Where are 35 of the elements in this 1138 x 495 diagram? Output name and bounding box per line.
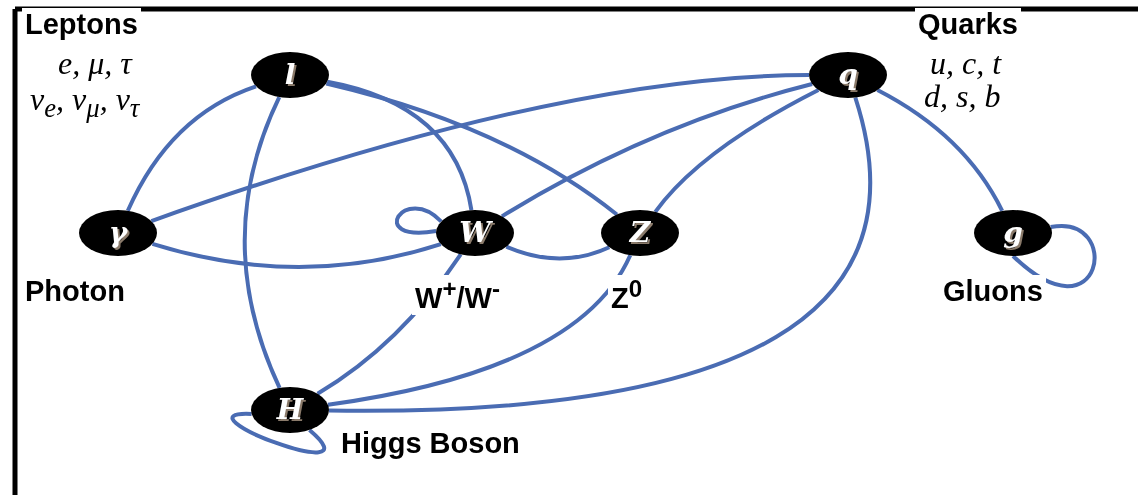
self-loop-line: [1011, 224, 1097, 289]
particle-circle: [251, 387, 329, 433]
particle-circle: [251, 52, 329, 98]
particle-symbol: W: [459, 219, 491, 247]
particle-list: ν$_{e}$, ν$_{μ}$, ν$_{τ}$: [30, 83, 140, 123]
connecting-line: [327, 254, 633, 407]
particle-circle: [79, 210, 157, 256]
particle-circle: [809, 52, 887, 98]
particle-symbol: q: [838, 61, 858, 89]
particle-circle: [601, 210, 679, 256]
particle-name: W$^{+}$/W$^{-}$: [412, 275, 503, 315]
particle-symbol: Z: [629, 219, 651, 247]
connecting-line: [325, 81, 619, 217]
particle-symbol: γ: [108, 219, 128, 247]
connecting-line: [150, 73, 810, 223]
self-loop-line: [231, 412, 326, 455]
particle-name: Quarks: [915, 8, 1021, 41]
connecting-line: [242, 96, 282, 389]
particle-list: e, μ, τ: [58, 47, 132, 79]
connecting-line: [126, 84, 257, 212]
particle-list: u, c, t: [930, 47, 1002, 79]
connecting-line: [653, 88, 820, 214]
particle-symbol: l: [284, 61, 296, 89]
particle-symbol: H: [276, 396, 304, 424]
connecting-line: [328, 97, 872, 413]
self-loop-line: [394, 206, 443, 235]
connecting-line: [505, 244, 611, 261]
particle-list: d, s, b: [924, 80, 1001, 112]
connecting-line: [500, 82, 813, 219]
connecting-line: [326, 79, 474, 211]
connecting-line: [151, 241, 442, 269]
particle-circle: [436, 210, 514, 256]
particle-symbol: g: [1003, 219, 1023, 247]
connecting-line: [876, 88, 1004, 212]
particle-name: Leptons: [22, 8, 141, 41]
